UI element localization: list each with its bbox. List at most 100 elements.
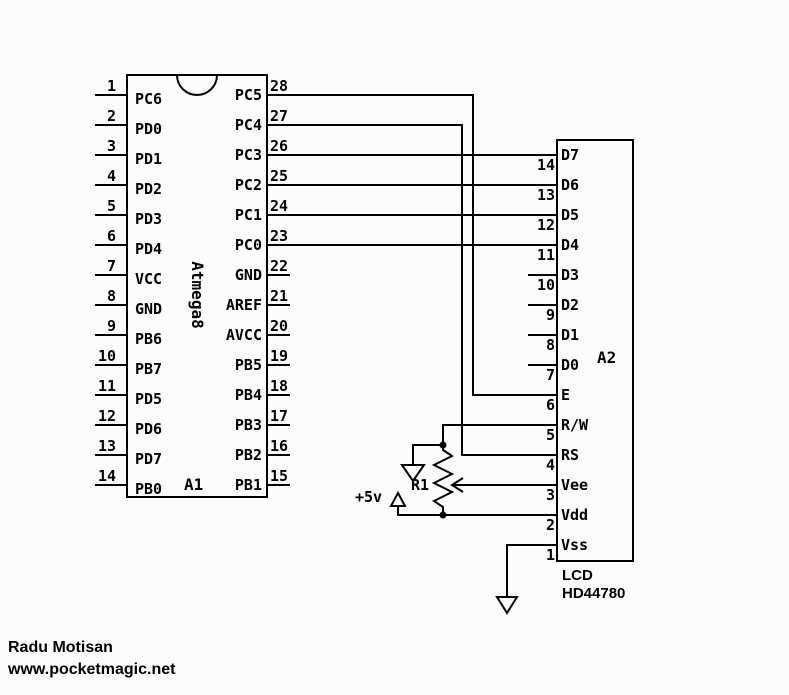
atmega-pin-name: GND (234, 266, 262, 284)
lcd-pin-name: D5 (561, 206, 580, 224)
atmega-pin-name: AVCC (225, 326, 262, 344)
lcd-pin-number: 6 (545, 396, 555, 414)
atmega-designator: A1 (184, 475, 204, 494)
lcd-pin-number: 2 (545, 516, 555, 534)
ground-icon (495, 596, 519, 615)
atmega-pin-number: 7 (106, 257, 116, 275)
atmega-pin-name: PB5 (234, 356, 262, 374)
atmega-pin-name: PD3 (135, 210, 163, 228)
atmega-name-label: Atmega8 (188, 261, 207, 329)
atmega-pin-name: PB0 (135, 480, 163, 498)
lcd-pin-number: 8 (545, 336, 555, 354)
lcd-pin-number: 12 (536, 216, 555, 234)
atmega-notch-icon (176, 74, 218, 96)
lcd-pin-name: RS (561, 446, 580, 464)
atmega-pin-name: PC0 (234, 236, 262, 254)
lcd-pin-name: D3 (561, 266, 580, 284)
atmega-ic-body (126, 74, 268, 498)
lcd-ic-body (556, 139, 634, 562)
lcd-name-line2: HD44780 (562, 585, 626, 602)
lcd-pin-name: D0 (561, 356, 580, 374)
lcd-pin-name: E (561, 386, 571, 404)
atmega-pin-number: 20 (270, 317, 289, 335)
atmega-pin-number: 23 (270, 227, 289, 245)
atmega-pin-name: PC5 (234, 86, 262, 104)
potentiometer-r1-label: R1 (411, 476, 430, 494)
lcd-unconnected-pin-stubs (528, 274, 557, 366)
atmega-pin-number: 12 (97, 407, 116, 425)
lcd-pin-name: D2 (561, 296, 580, 314)
atmega-pin-name: PB3 (234, 416, 262, 434)
lcd-pin-number: 10 (536, 276, 555, 294)
lcd-pin-name: D7 (561, 146, 580, 164)
atmega-pin-number: 14 (97, 467, 116, 485)
lcd-pin-name: Vee (561, 476, 589, 494)
atmega-pin-name: PC3 (234, 146, 262, 164)
lcd-pin-number: 3 (545, 486, 555, 504)
junction-dot (439, 511, 447, 519)
atmega-pin-number: 19 (270, 347, 289, 365)
atmega-pin-number: 28 (270, 77, 289, 95)
atmega-pin-name: PD0 (135, 120, 163, 138)
wiper-arrowhead-icon (450, 477, 464, 493)
atmega-pin-name: AREF (225, 296, 262, 314)
atmega-pin-name: PB1 (234, 476, 262, 494)
vcc-arrow-icon (389, 490, 407, 507)
atmega-pin-number: 15 (270, 467, 289, 485)
atmega-pin-number: 26 (270, 137, 289, 155)
atmega-pin-name: PD6 (135, 420, 163, 438)
lcd-pin-name: Vss (561, 536, 589, 554)
lcd-pin-number: 14 (536, 156, 555, 174)
atmega-left-pin-stubs (95, 94, 127, 486)
atmega-pin-number: 16 (270, 437, 289, 455)
atmega-pin-name: PC6 (135, 90, 163, 108)
atmega-pin-number: 17 (270, 407, 289, 425)
atmega-pin-number: 21 (270, 287, 289, 305)
lcd-pin-name: D6 (561, 176, 580, 194)
lcd-pin-name: Vdd (561, 506, 589, 524)
atmega-pin-name: PC4 (234, 116, 262, 134)
potentiometer-r1-body (431, 445, 455, 515)
atmega-pin-number: 5 (106, 197, 116, 215)
atmega-pin-name: PD4 (135, 240, 163, 258)
atmega-pin-number: 4 (106, 167, 116, 185)
atmega-pin-name: PC1 (234, 206, 262, 224)
atmega-pin-name: PB4 (234, 386, 262, 404)
atmega-pin-name: VCC (135, 270, 163, 288)
atmega-pin-number: 11 (97, 377, 116, 395)
lcd-pin-number: 13 (536, 186, 555, 204)
atmega-pin-number: 10 (97, 347, 116, 365)
atmega-pin-number: 8 (106, 287, 116, 305)
lcd-pin-number: 5 (545, 426, 555, 444)
lcd-pin-name: D4 (561, 236, 580, 254)
atmega-pin-number: 27 (270, 107, 289, 125)
author-credit: Radu Motisan (8, 639, 113, 656)
atmega-pin-name: PB6 (135, 330, 163, 348)
atmega-pin-name: PD1 (135, 150, 163, 168)
website-credit: www.pocketmagic.net (8, 661, 176, 678)
atmega-pin-number: 6 (106, 227, 116, 245)
lcd-name-line1: LCD (562, 567, 593, 584)
atmega-pin-name: PD2 (135, 180, 163, 198)
atmega-pin-number: 18 (270, 377, 289, 395)
lcd-pin-number: 4 (545, 456, 555, 474)
lcd-pin-name: D1 (561, 326, 580, 344)
wire-vss-to-gnd (506, 544, 557, 597)
atmega-pin-name: PC2 (234, 176, 262, 194)
atmega-pin-number: 24 (270, 197, 289, 215)
lcd-pin-number: 9 (545, 306, 555, 324)
atmega-pin-number: 3 (106, 137, 116, 155)
atmega-pin-number: 1 (106, 77, 116, 95)
wire-pc4-to-rs (267, 124, 557, 456)
atmega-pin-name: PB7 (135, 360, 163, 378)
atmega-pin-name: PB2 (234, 446, 262, 464)
atmega-pin-name: PD7 (135, 450, 163, 468)
lcd-pin-number: 7 (545, 366, 555, 384)
lcd-pin-name: R/W (561, 416, 589, 434)
atmega-pin-number: 25 (270, 167, 289, 185)
wire-vdd-to-5v (397, 506, 557, 516)
lcd-designator: A2 (597, 348, 617, 367)
atmega-pin-number: 9 (106, 317, 116, 335)
